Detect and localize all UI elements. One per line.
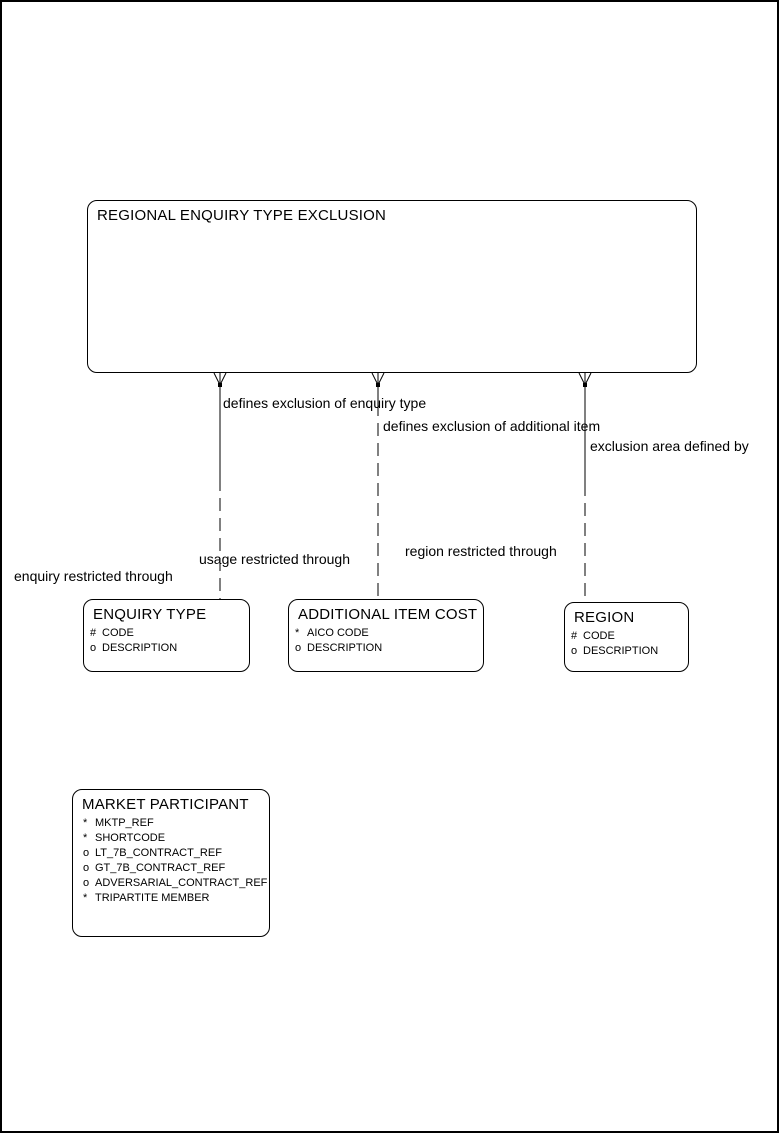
attribute-row: # CODE [84, 626, 249, 641]
entity-title: MARKET PARTICIPANT [82, 796, 249, 813]
relationship-label-defines-exclusion-of-enquiry-type: defines exclusion of enquiry type [223, 395, 427, 411]
attribute-row: * SHORTCODE [73, 831, 269, 846]
attribute-prefix: * [83, 832, 88, 844]
attribute-list: # CODE o DESCRIPTION [565, 629, 688, 659]
attribute-name: DESCRIPTION [307, 642, 383, 654]
attribute-row: o ADVERSARIAL_CONTRACT_REF [73, 876, 269, 891]
attribute-name: CODE [102, 627, 134, 639]
attribute-row: o GT_7B_CONTRACT_REF [73, 861, 269, 876]
attribute-name: TRIPARTITE MEMBER [95, 892, 210, 904]
attribute-prefix: o [571, 645, 578, 657]
attribute-name: SHORTCODE [95, 832, 166, 844]
attribute-prefix: o [83, 862, 90, 874]
relationship-label-enquiry-restricted-through: enquiry restricted through [14, 568, 173, 584]
entity-title: ENQUIRY TYPE [93, 606, 207, 623]
attribute-prefix: o [83, 847, 90, 859]
entity-market-participant[interactable]: MARKET PARTICIPANT * MKTP_REF * SHORTCOD… [72, 789, 270, 937]
relationship-label-region-restricted-through: region restricted through [405, 543, 557, 559]
entity-title: REGION [574, 609, 635, 626]
entity-regional-enquiry-type-exclusion[interactable]: REGIONAL ENQUIRY TYPE EXCLUSION [87, 200, 697, 373]
attribute-row: o LT_7B_CONTRACT_REF [73, 846, 269, 861]
attribute-list: * MKTP_REF * SHORTCODE o LT_7B_CONTRACT_… [73, 816, 269, 906]
attribute-row: * MKTP_REF [73, 816, 269, 831]
entity-region[interactable]: REGION # CODE o DESCRIPTION [564, 602, 689, 672]
attribute-prefix: o [90, 642, 97, 654]
entity-additional-item-cost[interactable]: ADDITIONAL ITEM COST * AICO CODE o DESCR… [288, 599, 484, 672]
relationship-label-defines-exclusion-of-additional-item: defines exclusion of additional item [383, 418, 601, 434]
attribute-row: o DESCRIPTION [289, 641, 483, 656]
attribute-list: # CODE o DESCRIPTION [84, 626, 249, 656]
attribute-row: o DESCRIPTION [84, 641, 249, 656]
attribute-prefix: # [571, 630, 578, 642]
relationship-label-usage-restricted-through: usage restricted through [199, 551, 350, 567]
entity-enquiry-type[interactable]: ENQUIRY TYPE # CODE o DESCRIPTION [83, 599, 250, 672]
attribute-name: CODE [583, 630, 615, 642]
entity-title: ADDITIONAL ITEM COST [298, 606, 478, 623]
attribute-name: DESCRIPTION [583, 645, 659, 657]
entity-title: REGIONAL ENQUIRY TYPE EXCLUSION [97, 207, 387, 224]
attribute-name: LT_7B_CONTRACT_REF [95, 847, 222, 859]
attribute-prefix: * [83, 892, 88, 904]
attribute-row: * AICO CODE [289, 626, 483, 641]
relationship-label-exclusion-area-defined-by: exclusion area defined by [590, 438, 749, 454]
attribute-prefix: * [295, 627, 300, 639]
attribute-list: * AICO CODE o DESCRIPTION [289, 626, 483, 656]
attribute-prefix: # [90, 627, 97, 639]
relationship-line-enquiry-type [213, 372, 227, 599]
attribute-row: * TRIPARTITE MEMBER [73, 891, 269, 906]
attribute-prefix: o [83, 877, 90, 889]
attribute-row: # CODE [565, 629, 688, 644]
attribute-name: MKTP_REF [95, 817, 154, 829]
attribute-prefix: * [83, 817, 88, 829]
attribute-name: GT_7B_CONTRACT_REF [95, 862, 226, 874]
relationship-line-additional-item-cost [371, 372, 385, 599]
attribute-name: DESCRIPTION [102, 642, 178, 654]
attribute-prefix: o [295, 642, 302, 654]
attribute-name: ADVERSARIAL_CONTRACT_REF [95, 877, 268, 889]
relationship-line-region [578, 372, 592, 602]
attribute-name: AICO CODE [307, 627, 369, 639]
attribute-row: o DESCRIPTION [565, 644, 688, 659]
